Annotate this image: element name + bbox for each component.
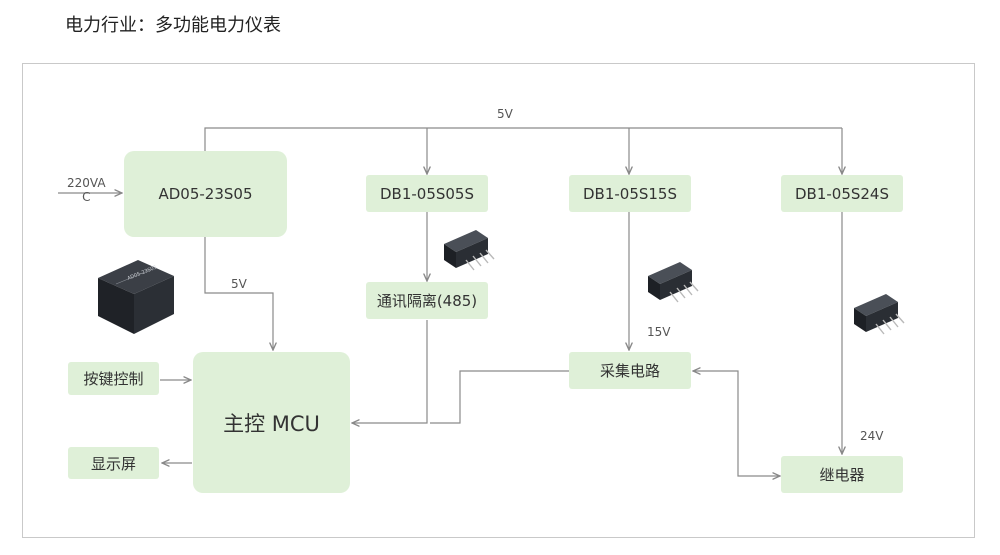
bus-5v-line xyxy=(204,127,842,152)
db1-05s15-module-photo xyxy=(648,262,699,303)
node-key-control: 按键控制 xyxy=(68,362,159,395)
input-voltage-line2: C xyxy=(82,190,91,204)
comm-to-mcu xyxy=(352,320,428,423)
node-main-mcu: 主控 MCU xyxy=(193,352,350,493)
node-ad05-23s05: AD05-23S05 xyxy=(124,151,287,237)
ad05-module-photo: AD05-23S05 xyxy=(98,260,174,334)
node-db1-05s05s: DB1-05S05S xyxy=(366,175,488,212)
input-voltage-label: 220VA C xyxy=(67,176,106,204)
collect-15v-label: 15V xyxy=(647,325,671,339)
node-display: 显示屏 xyxy=(68,447,159,479)
db1-05s05-module-photo xyxy=(444,230,495,271)
mcu-5v-label: 5V xyxy=(231,277,247,291)
db1-05s24-module-photo xyxy=(854,294,905,335)
diagram-frame xyxy=(22,63,975,538)
node-comm-isolation: 通讯隔离(485) xyxy=(366,282,488,319)
node-relay: 继电器 xyxy=(781,456,903,493)
relay-24v-label: 24V xyxy=(860,429,884,443)
ad05-to-mcu xyxy=(204,237,273,350)
collect-relay-link xyxy=(693,371,780,476)
node-db1-05s15s: DB1-05S15S xyxy=(569,175,691,212)
collect-to-mcu xyxy=(430,370,569,424)
page-title: 电力行业：多功能电力仪表 xyxy=(65,15,281,36)
node-db1-05s24s: DB1-05S24S xyxy=(781,175,903,212)
bus-5v-label: 5V xyxy=(497,107,513,121)
node-collect-circuit: 采集电路 xyxy=(569,352,691,389)
input-voltage-line1: 220VA xyxy=(67,176,106,190)
